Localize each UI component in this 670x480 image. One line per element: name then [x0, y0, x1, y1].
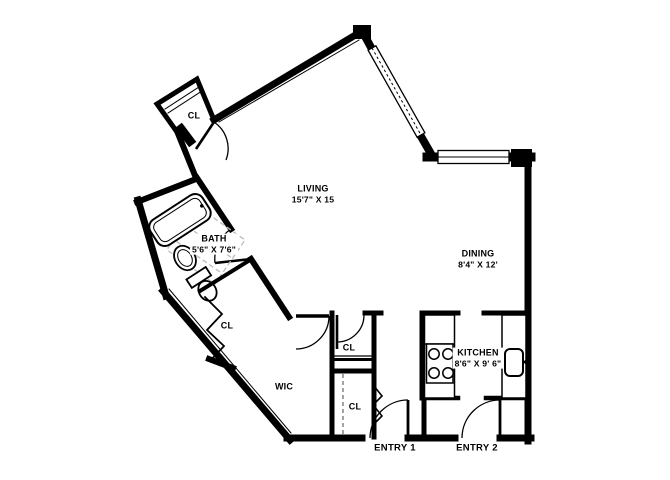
closet-top-door — [194, 121, 229, 161]
kitchen-dims: 8'6" X 9' 6" — [454, 358, 502, 369]
dining-dims: 8'4" X 12' — [458, 259, 498, 270]
entry2-door — [461, 399, 502, 439]
closet-top-label: CL — [185, 110, 203, 122]
wic-label: WIC — [272, 381, 296, 393]
bath-dims: 5'6" X 7'6" — [191, 244, 237, 255]
bathtub — [148, 192, 212, 248]
closet-hall-label: CL — [218, 320, 236, 332]
stove — [425, 343, 454, 384]
entry1-label: ENTRY 1 — [372, 442, 418, 454]
bath-hall-wall — [192, 173, 294, 322]
wic-door — [295, 314, 330, 350]
bath-label: BATH 5'6" X 7'6" — [189, 233, 239, 255]
closet-center-lower-label: CL — [346, 401, 364, 413]
window-top-right — [437, 149, 510, 165]
kitchen-name: KITCHEN — [457, 347, 499, 358]
exterior-walls — [133, 25, 536, 445]
center-closet-lower-bifold — [373, 385, 384, 425]
dining-name: DINING — [461, 248, 495, 259]
entry1-door — [369, 399, 410, 439]
living-dims: 15'7" X 15 — [291, 194, 335, 205]
bath-name: BATH — [201, 233, 227, 244]
window-top-diagonal — [367, 44, 426, 139]
center-closet-upper-door — [335, 314, 365, 349]
kitchen-sink — [504, 348, 529, 377]
living-label: LIVING 15'7" X 15 — [289, 183, 337, 205]
living-name: LIVING — [297, 183, 329, 194]
closet-center-upper-label: CL — [340, 342, 358, 354]
entry2-label: ENTRY 2 — [454, 442, 500, 454]
closet-hall-bifold — [197, 257, 253, 372]
closet-top-walls — [153, 75, 218, 148]
center-closets-walls — [329, 310, 384, 440]
kitchen-label: KITCHEN 8'6" X 9' 6" — [452, 347, 504, 369]
dining-label: DINING 8'4" X 12' — [456, 248, 500, 270]
